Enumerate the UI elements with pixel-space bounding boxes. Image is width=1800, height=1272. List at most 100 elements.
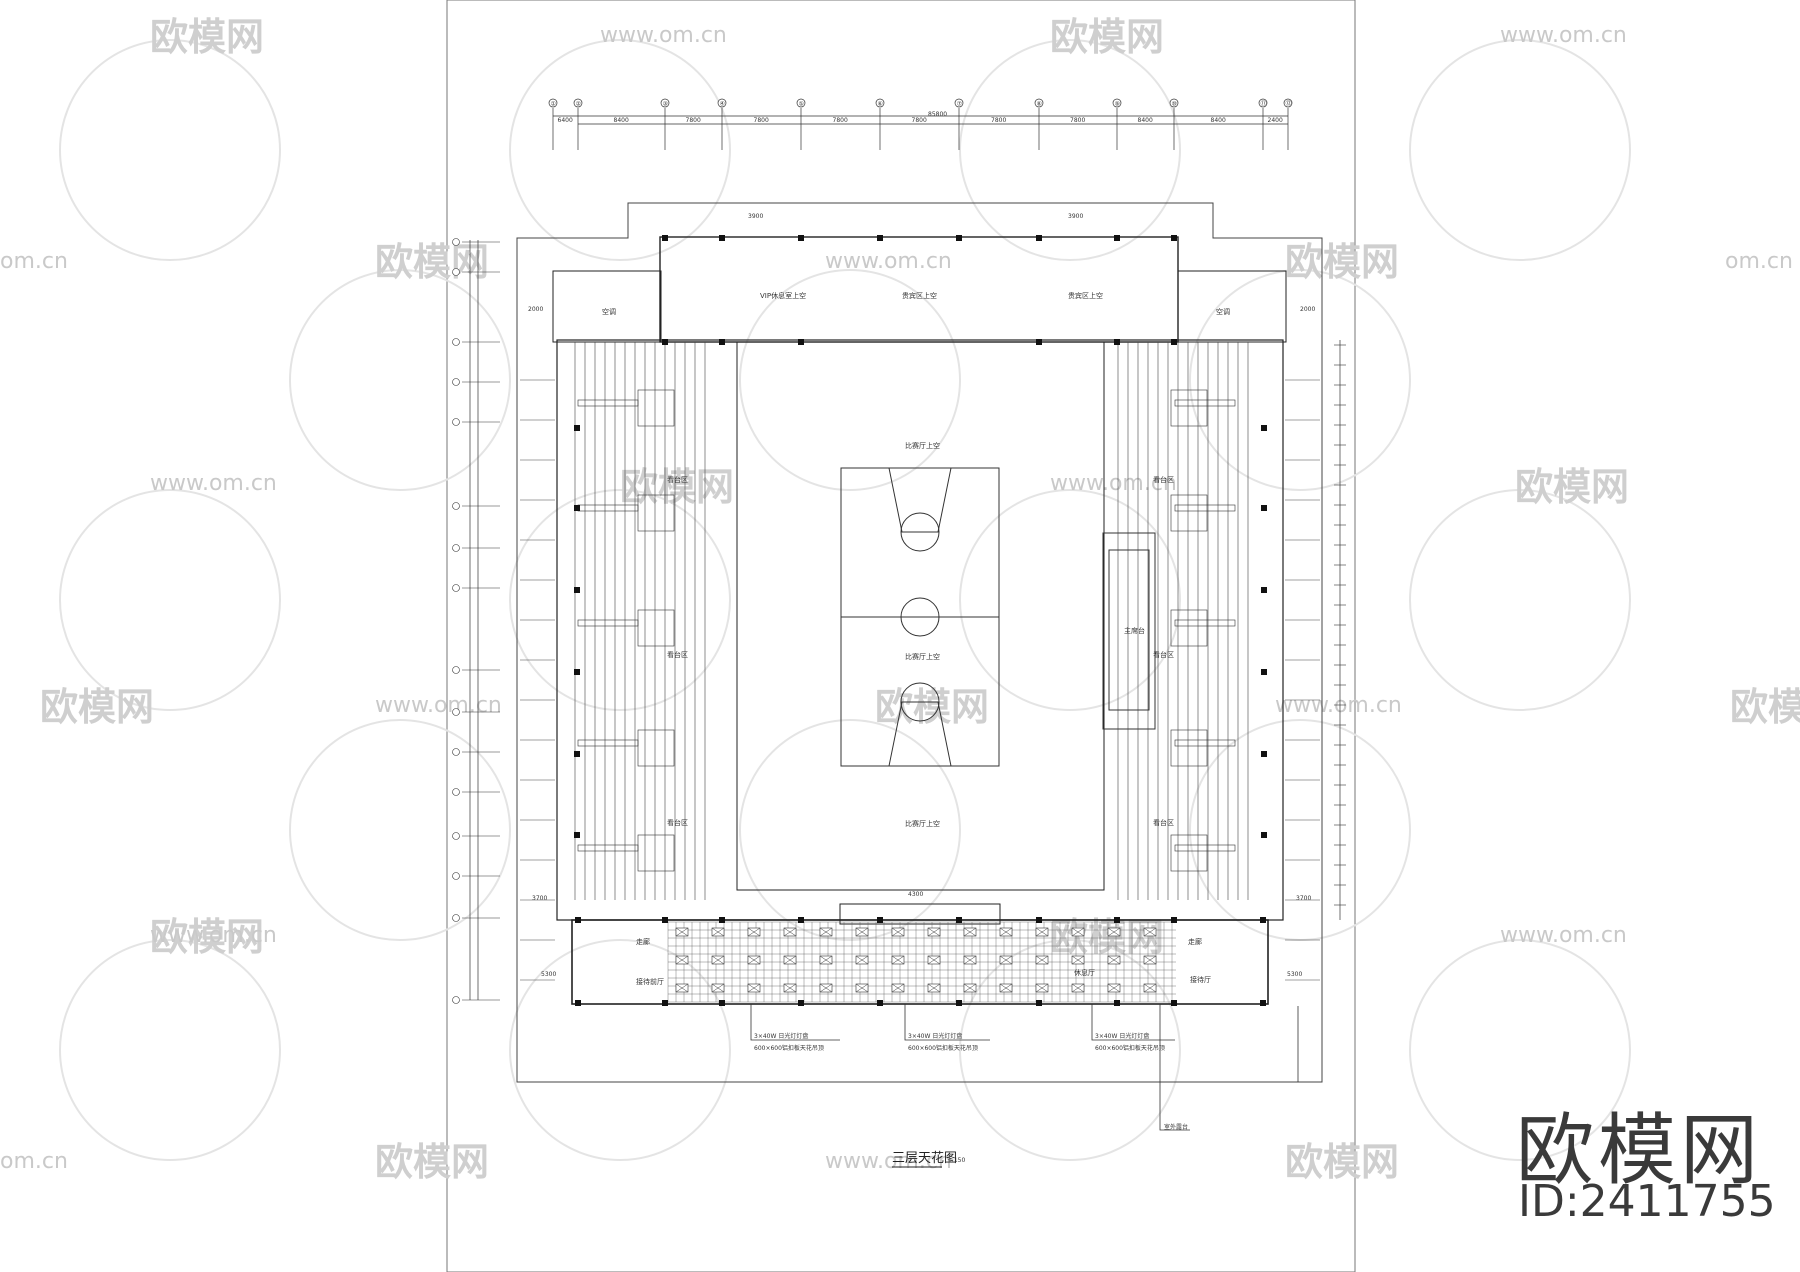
drawing-title: 三层天花图 <box>892 1150 957 1166</box>
stand-vomitory <box>1170 494 1208 532</box>
watermark-name: 欧模网 <box>1050 15 1164 59</box>
axis-label: ⑪ <box>1261 100 1267 108</box>
sheet-frame <box>446 0 1356 1272</box>
label-stand-right-2: 看台区 <box>1153 650 1174 659</box>
label-hall-top: 比赛厅上空 <box>905 441 940 450</box>
brand-id: ID:2411755 <box>1518 1176 1776 1227</box>
light-panel-cross <box>747 983 761 993</box>
column <box>1261 751 1267 757</box>
watermark-ring <box>739 269 961 491</box>
light-panel-cross <box>999 955 1013 965</box>
watermark-name: 欧模网 <box>40 685 154 729</box>
light-panel-cross <box>963 927 977 937</box>
column <box>798 1000 804 1006</box>
watermark-url: www.om.cn <box>825 249 952 274</box>
watermark-ring <box>509 39 731 261</box>
watermark-name: 欧模网 <box>1050 915 1164 959</box>
light-panel-cross <box>855 983 869 993</box>
label-hall-bottom: 比赛厅上空 <box>905 819 940 828</box>
watermark-ring <box>739 719 961 941</box>
watermark-url-short: om.cn <box>1725 249 1793 274</box>
dim-overall-width: 85800 <box>928 111 947 118</box>
stand-vomitory <box>1170 729 1208 767</box>
watermark-ring <box>59 489 281 711</box>
column <box>1260 917 1266 923</box>
column <box>1261 669 1267 675</box>
axis-label: ④ <box>720 101 725 108</box>
light-panel-cross <box>675 983 689 993</box>
axis-bubble <box>1169 98 1179 108</box>
axis-label: ③ <box>663 101 668 108</box>
light-panel-cross <box>891 955 905 965</box>
label-stand-left-2: 看台区 <box>667 650 688 659</box>
column <box>574 505 580 511</box>
axis-label: ① <box>551 101 556 108</box>
watermark-url-short: om.cn <box>0 1149 68 1174</box>
side-axis-bubble <box>452 584 460 592</box>
label-hall-mid: 比赛厅上空 <box>905 652 940 661</box>
dim-top-gap-right: 3900 <box>1068 213 1083 220</box>
light-panel-cross <box>783 927 797 937</box>
light-panel-cross <box>927 955 941 965</box>
label-stand-left-1: 看台区 <box>667 475 688 484</box>
stand-vomitory <box>637 389 675 427</box>
light-panel-cross <box>891 983 905 993</box>
label-control: 主席台 <box>1124 626 1145 635</box>
watermark-ring <box>509 489 731 711</box>
column <box>798 339 804 345</box>
light-panel-cross <box>1071 927 1085 937</box>
label-vip-lounge: VIP休息室上空 <box>760 291 806 300</box>
brand-logo-text: 欧模网 <box>1516 1106 1763 1196</box>
stand-vomitory <box>1170 389 1208 427</box>
watermark-ring <box>289 269 511 491</box>
axis-dimension-value: 7800 <box>754 117 769 124</box>
light-panel-cross <box>963 955 977 965</box>
column <box>1171 339 1177 345</box>
structural-columns <box>574 235 1267 1006</box>
column <box>1114 917 1120 923</box>
column <box>798 235 804 241</box>
column <box>1036 339 1042 345</box>
column <box>1036 917 1042 923</box>
note-2-line1: 3×40W 日光灯灯盘 <box>908 1032 962 1040</box>
light-panel-cross <box>675 927 689 937</box>
light-panel-cross <box>1035 927 1049 937</box>
column <box>956 917 962 923</box>
dim-side-left: 5300 <box>541 971 556 978</box>
light-panel-cross <box>1107 927 1121 937</box>
drawing-title-block: 三层天花图 1:150 <box>892 1150 965 1168</box>
column <box>574 425 580 431</box>
watermark-ring <box>959 939 1181 1161</box>
watermark-ring <box>959 489 1181 711</box>
watermark-ring <box>1409 489 1631 711</box>
dim-top-gap-left: 3900 <box>748 213 763 220</box>
axis-dimension-value: 8400 <box>1211 117 1226 124</box>
watermark-url: www.om.cn <box>150 471 277 496</box>
ceiling-grid <box>667 921 1176 1003</box>
column <box>798 917 804 923</box>
column <box>719 235 725 241</box>
label-corridor-right: 走廊 <box>1188 937 1202 946</box>
column <box>1260 1000 1266 1006</box>
side-axis-bubble <box>452 418 460 426</box>
axis-dimension-value: 6400 <box>558 117 573 124</box>
axis-label: ⑤ <box>799 101 804 108</box>
dim-height-left: 2000 <box>528 306 543 313</box>
side-axis-bubble <box>452 238 460 246</box>
watermark-layer: 欧模网欧模网欧模网欧模网欧模网欧模网欧模网欧模网欧模网欧模网欧模网欧模网欧模网w… <box>0 15 1800 1184</box>
stand-stair <box>1174 504 1236 512</box>
watermark-url: www.om.cn <box>150 923 277 948</box>
watermark-name: 欧模网 <box>620 465 734 509</box>
watermark-ring <box>959 39 1181 261</box>
watermark-name: 欧模网 <box>1285 240 1399 284</box>
light-panel-cross <box>999 983 1013 993</box>
column <box>1171 917 1177 923</box>
dim-height-right: 2000 <box>1300 306 1315 313</box>
label-vip-right: 空调 <box>1216 307 1230 316</box>
side-axis-bubble <box>452 338 460 346</box>
note-2-line2: 600×600铝扣板天花吊顶 <box>908 1044 978 1052</box>
stand-stair <box>577 739 639 747</box>
light-panel-cross <box>1107 955 1121 965</box>
side-axis-bubble <box>452 378 460 386</box>
watermark-name: 欧模网 <box>1285 1140 1399 1184</box>
